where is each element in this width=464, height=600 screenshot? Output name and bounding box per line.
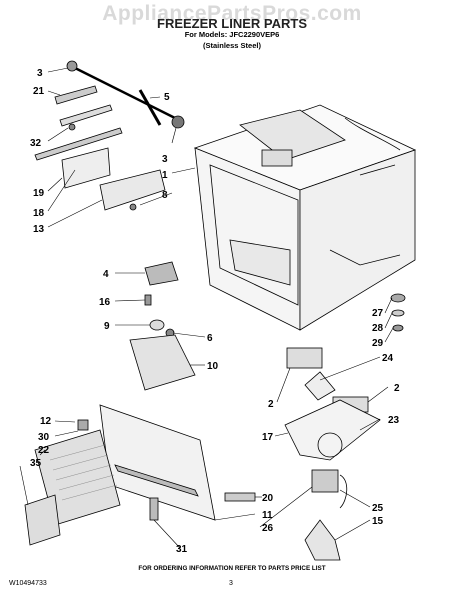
callout-11: 11 [262,510,273,521]
callout-30: 30 [38,432,50,443]
page-title: FREEZER LINER PARTS [157,16,307,31]
freezer-liner-bin [193,104,417,331]
rail-parts [34,60,185,211]
document-id: W10494733 [9,580,47,587]
callout-21: 21 [33,86,45,97]
callout-13: 13 [33,224,45,235]
callout-19: 19 [33,188,45,199]
callout-6: 6 [207,333,213,344]
callout-28: 28 [372,323,384,334]
callout-26: 26 [262,523,274,534]
watermark: AppliancePartsPros.com [102,2,362,25]
callout-18: 18 [33,208,45,219]
callout-27: 27 [372,308,384,319]
callout-16: 16 [99,297,111,308]
callout-23: 23 [388,415,400,426]
callout-10: 10 [207,361,219,372]
callout-3-top: 3 [37,68,43,79]
callout-35: 35 [30,458,42,469]
callout-2-left: 2 [268,399,274,410]
finish-line: (Stainless Steel) [203,41,261,50]
callout-9: 9 [104,321,110,332]
callout-31: 31 [176,544,188,555]
callout-17: 17 [262,432,274,443]
callout-20: 20 [262,493,274,504]
callout-3-right: 3 [162,154,168,165]
callout-5: 5 [164,92,170,103]
callout-8: 8 [162,190,168,201]
callout-1: 1 [162,170,168,181]
callout-4: 4 [103,269,109,280]
right-fasteners [390,293,406,332]
fan-assembly [284,347,381,561]
callout-24: 24 [382,353,394,364]
callout-2-right: 2 [394,383,400,394]
small-parts [129,261,196,391]
callout-32: 32 [30,138,42,149]
grille-parts [24,404,256,546]
callout-15: 15 [372,516,384,527]
callout-12: 12 [40,416,52,427]
ordering-note: FOR ORDERING INFORMATION REFER TO PARTS … [138,565,326,572]
models-line: For Models: JFC2290VEP6 [184,30,280,39]
callout-22: 22 [38,445,50,456]
page-number: 3 [229,580,233,587]
callout-25: 25 [372,503,384,514]
callout-29: 29 [372,338,384,349]
